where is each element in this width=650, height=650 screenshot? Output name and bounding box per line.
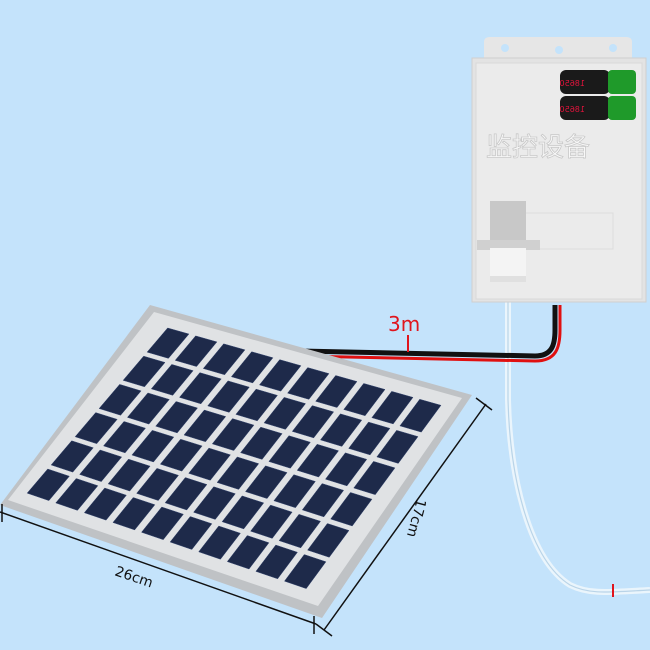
solar-cell bbox=[74, 412, 118, 444]
monitoring-box: 监控设备 bbox=[471, 37, 647, 303]
solar-cell bbox=[259, 359, 302, 392]
solar-cell bbox=[207, 380, 250, 413]
solar-cell bbox=[263, 397, 306, 430]
solar-cell bbox=[307, 523, 350, 558]
dimension-width bbox=[0, 504, 317, 634]
solar-cell bbox=[98, 384, 142, 416]
solar-cell bbox=[198, 525, 241, 560]
box-label: 监控设备 bbox=[486, 133, 590, 163]
solar-cell bbox=[230, 351, 274, 384]
solar-cell bbox=[202, 343, 246, 376]
solar-cell bbox=[83, 487, 127, 521]
solar-cell bbox=[250, 504, 293, 539]
solar-cell bbox=[50, 440, 94, 473]
solar-cell bbox=[343, 383, 386, 416]
solar-cell bbox=[188, 447, 231, 481]
solar-cell bbox=[55, 478, 99, 511]
solar-cell bbox=[330, 492, 373, 527]
solar-cell bbox=[126, 392, 170, 425]
solar-cell bbox=[273, 474, 316, 508]
solar-cell bbox=[255, 544, 298, 580]
solar-cell bbox=[216, 456, 260, 490]
batteries: 18650 18650 bbox=[560, 70, 636, 120]
solar-cell bbox=[291, 405, 335, 439]
solar-cell bbox=[150, 364, 194, 396]
solar-cell bbox=[179, 372, 222, 405]
cable-length-label: 3m bbox=[388, 312, 420, 336]
solar-cell bbox=[296, 443, 339, 478]
solar-cell bbox=[159, 438, 203, 472]
height-label: 17cm bbox=[403, 497, 429, 539]
air-tube bbox=[505, 298, 650, 595]
solar-cell bbox=[245, 465, 288, 499]
solar-cell bbox=[320, 413, 363, 447]
solar-cell bbox=[371, 391, 414, 425]
solar-cell bbox=[315, 375, 358, 408]
solar-cell bbox=[193, 486, 236, 520]
solar-panel bbox=[0, 305, 472, 618]
solar-cell bbox=[268, 435, 311, 469]
solar-cell bbox=[112, 497, 156, 531]
solar-cell bbox=[226, 535, 270, 570]
solar-cell bbox=[183, 409, 227, 443]
dimension-height bbox=[315, 397, 493, 637]
solar-cell bbox=[348, 421, 391, 456]
solar-cell bbox=[174, 335, 218, 367]
solar-cell bbox=[26, 468, 70, 501]
solar-cell bbox=[353, 461, 396, 495]
solar-cell bbox=[221, 495, 265, 530]
solar-cell bbox=[376, 430, 419, 464]
solar-cell bbox=[301, 483, 345, 518]
solar-cell bbox=[235, 388, 278, 422]
solar-cell bbox=[240, 426, 283, 460]
solar-cell bbox=[287, 367, 330, 400]
solar-cell bbox=[155, 401, 198, 434]
solar-cell bbox=[107, 458, 151, 492]
solar-cell bbox=[131, 430, 175, 463]
solar-cell bbox=[79, 449, 123, 482]
solar-cell bbox=[122, 355, 166, 388]
pump bbox=[477, 201, 540, 282]
width-label: 26cm bbox=[113, 564, 155, 592]
solar-cell bbox=[211, 418, 255, 451]
solar-cell bbox=[164, 477, 208, 511]
solar-cell bbox=[284, 554, 327, 589]
battery-label: 18650 bbox=[560, 105, 585, 114]
solar-cell bbox=[325, 452, 368, 487]
solar-cell bbox=[146, 327, 190, 359]
solar-cell bbox=[399, 398, 442, 433]
solar-cell bbox=[141, 506, 184, 540]
power-cable bbox=[299, 305, 558, 359]
solar-cell bbox=[278, 514, 321, 549]
battery-label: 18650 bbox=[560, 79, 585, 88]
solar-cell bbox=[136, 468, 179, 501]
solar-cell bbox=[169, 516, 213, 550]
solar-cell bbox=[103, 421, 146, 454]
